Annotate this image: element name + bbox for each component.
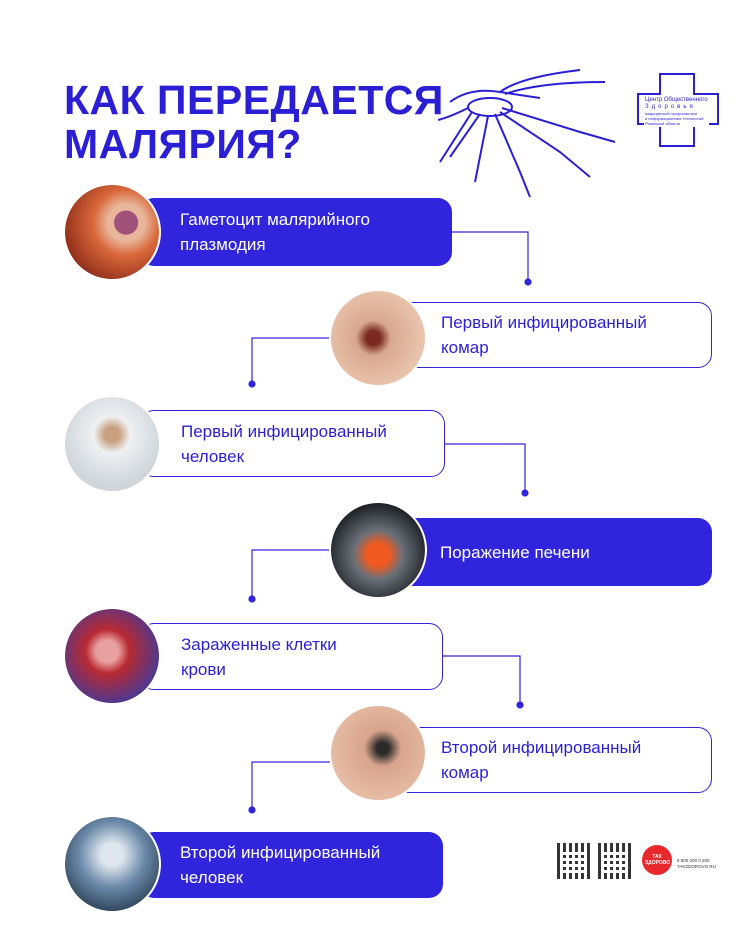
doctor-image: [63, 395, 161, 493]
liver-image: [329, 501, 427, 599]
mosquito-image: [329, 289, 427, 387]
takzdorovo-logo: ТАК ЗДОРОВО: [642, 845, 672, 875]
patient-image: [63, 815, 161, 913]
mosquito-image: [329, 704, 427, 802]
qr-code[interactable]: [557, 843, 593, 879]
mosquito-icon: [437, 69, 616, 198]
page-title: КАК ПЕРЕДАЕТСЯ МАЛЯРИЯ?: [64, 77, 444, 167]
gametocyte-image: [63, 183, 161, 281]
blood-cells-image: [63, 607, 161, 705]
qr-code[interactable]: [598, 843, 634, 879]
step-4-liver-damage: Поражение печени: [370, 518, 712, 586]
